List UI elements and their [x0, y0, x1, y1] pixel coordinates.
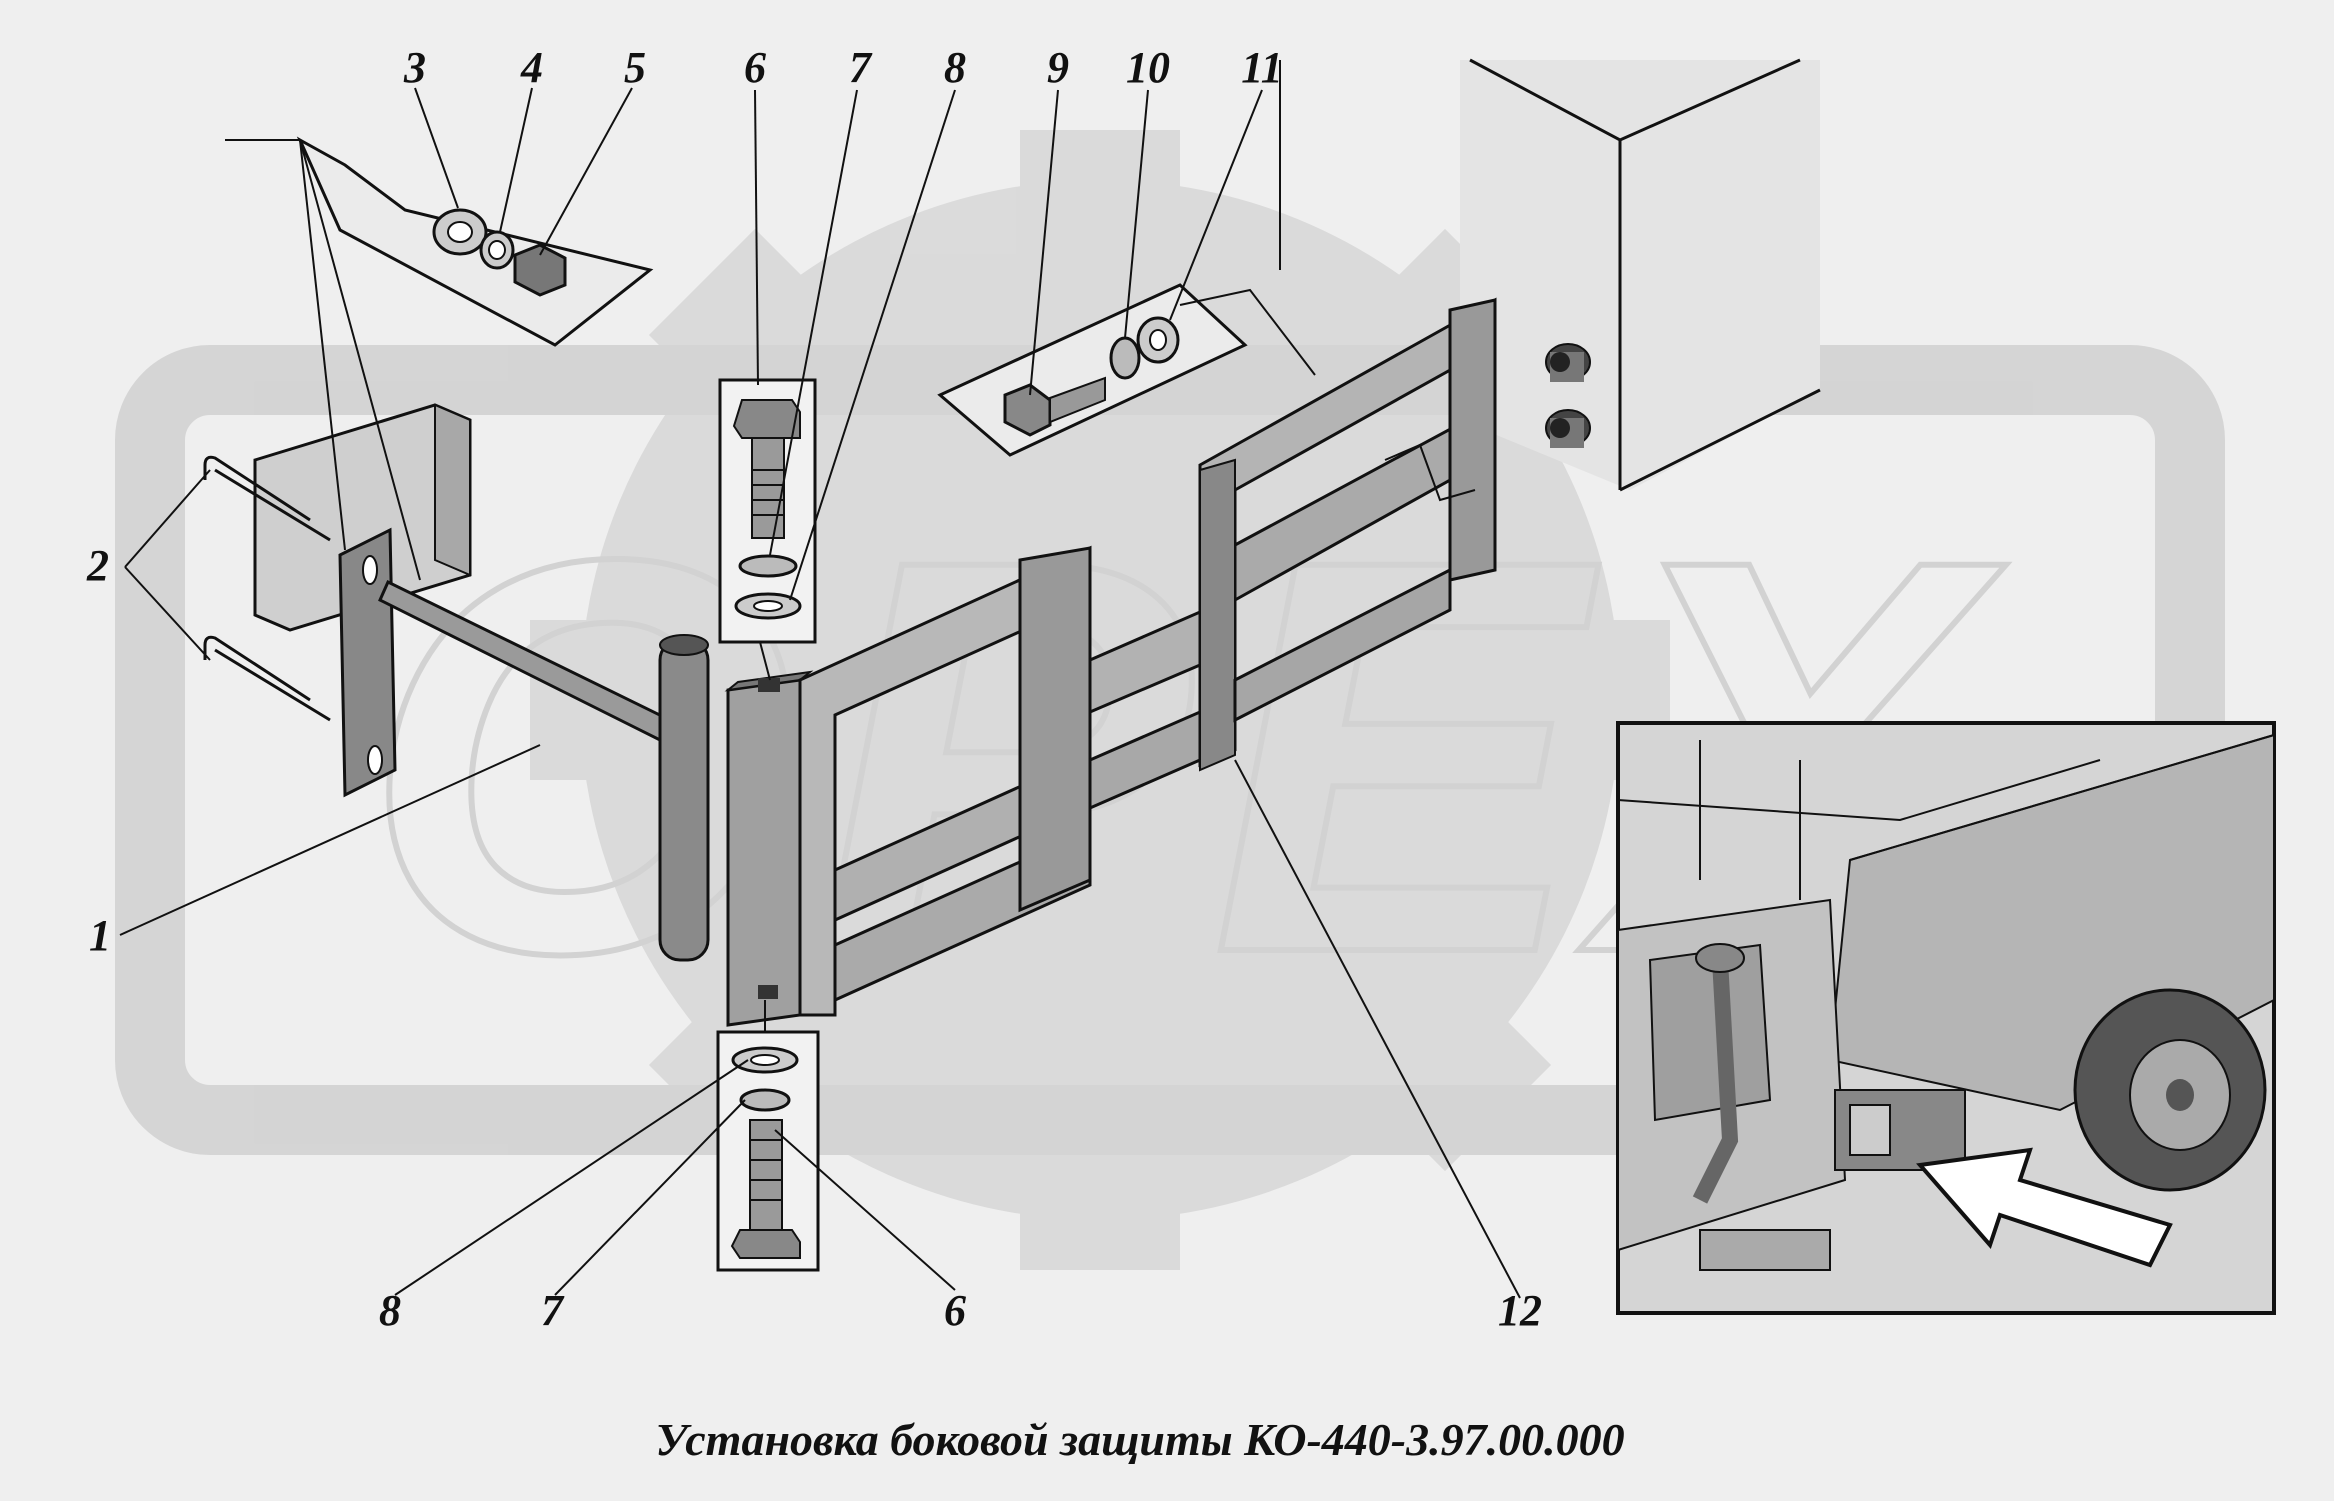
bolt-inset-bottom	[716, 1000, 820, 1272]
callout-10: 10	[1126, 43, 1170, 92]
figure-caption: Установка боковой защиты КО-440-3.97.00.…	[655, 1414, 1624, 1465]
callout-12: 12	[1498, 1286, 1542, 1335]
leader-lines	[119, 87, 1521, 1299]
cab-box	[1279, 58, 1821, 492]
callout-1: 1	[89, 911, 111, 960]
bushing-upper	[1545, 343, 1591, 382]
left-mount-assembly	[203, 139, 710, 962]
washer-kit-3-5	[296, 136, 654, 347]
callout-7-bottom: 7	[541, 1286, 565, 1335]
callout-7-top: 7	[849, 43, 873, 92]
callouts: 1 2 3 4 5 6 7 8 9 10 11 12 8 7 6	[86, 43, 1542, 1335]
callout-11: 11	[1241, 43, 1283, 92]
callout-6-bottom: 6	[944, 1286, 966, 1335]
callout-6-top: 6	[744, 43, 766, 92]
truck-inset	[1616, 721, 2276, 1315]
callout-9: 9	[1047, 43, 1069, 92]
bolt-kit-9-11	[937, 60, 1316, 457]
callout-8-bottom: 8	[379, 1286, 401, 1335]
bushing-lower	[1545, 409, 1591, 448]
protection-frame	[724, 297, 1497, 1027]
callout-2: 2	[86, 541, 109, 590]
callout-5: 5	[624, 43, 646, 92]
callout-4: 4	[520, 43, 543, 92]
callout-8-top: 8	[944, 43, 966, 92]
callout-3: 3	[403, 43, 426, 92]
bolt-inset-top	[718, 378, 817, 681]
